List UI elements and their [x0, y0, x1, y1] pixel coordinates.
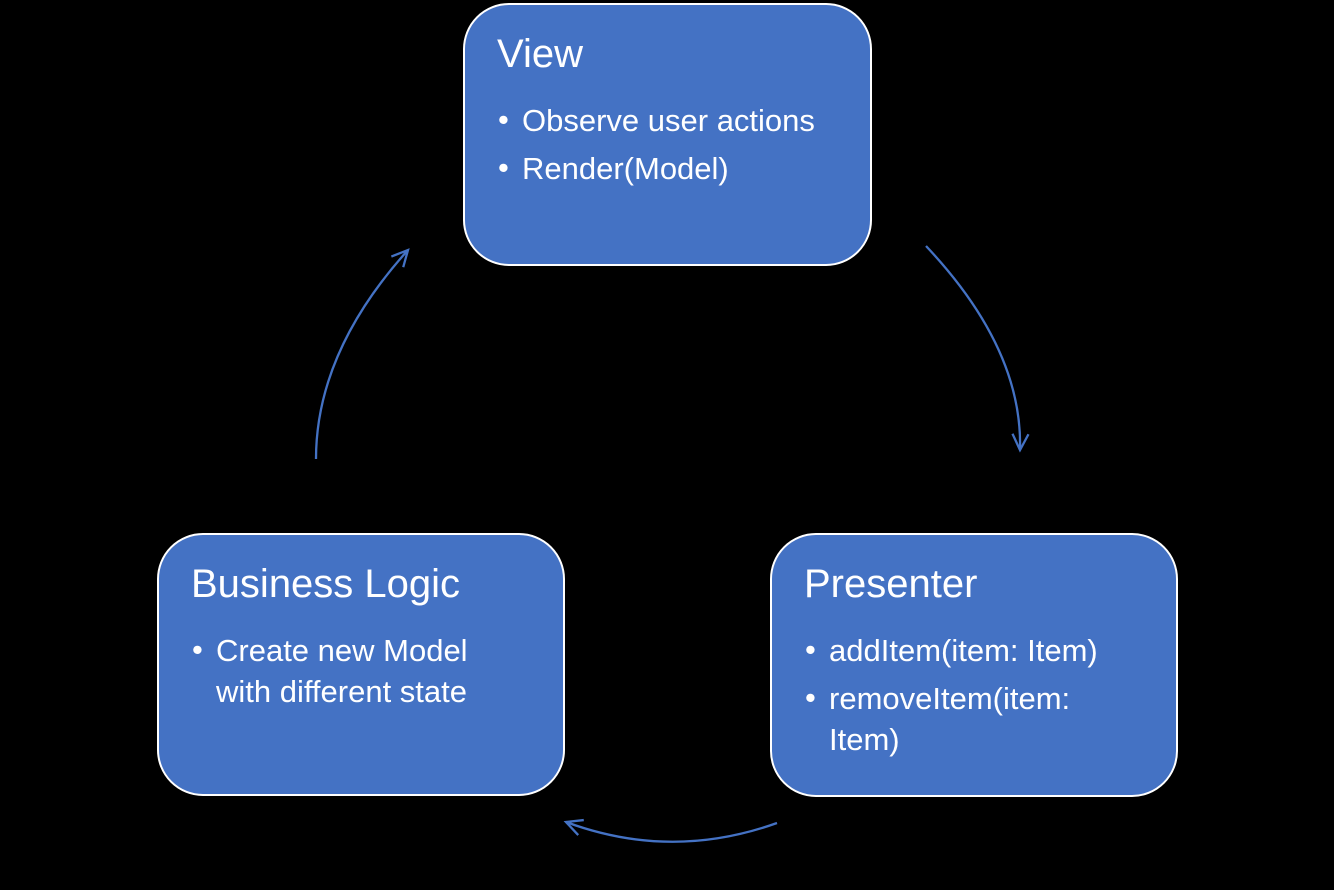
node-view-bullets: Observe user actions Render(Model)	[498, 100, 846, 190]
node-business-logic: Business Logic Create new Model with dif…	[157, 533, 565, 796]
bullet-item: addItem(item: Item)	[805, 630, 1132, 672]
arrow-business-logic-to-view	[314, 248, 410, 460]
bullet-item: Observe user actions	[498, 100, 846, 142]
node-presenter-bullets: addItem(item: Item) removeItem(item: Ite…	[805, 630, 1132, 761]
arrow-view-to-presenter	[925, 245, 1030, 453]
node-view: View Observe user actions Render(Model)	[463, 3, 872, 266]
bullet-item: removeItem(item: Item)	[805, 678, 1132, 761]
node-presenter-title: Presenter	[804, 562, 978, 606]
node-presenter: Presenter addItem(item: Item) removeItem…	[770, 533, 1178, 797]
node-business-logic-title: Business Logic	[191, 562, 461, 606]
node-view-title: View	[497, 32, 583, 76]
bullet-item: Create new Model with different state	[192, 630, 517, 713]
node-business-logic-bullets: Create new Model with different state	[192, 630, 517, 713]
bullet-item: Render(Model)	[498, 148, 846, 190]
arrow-presenter-to-business-logic	[563, 818, 778, 843]
